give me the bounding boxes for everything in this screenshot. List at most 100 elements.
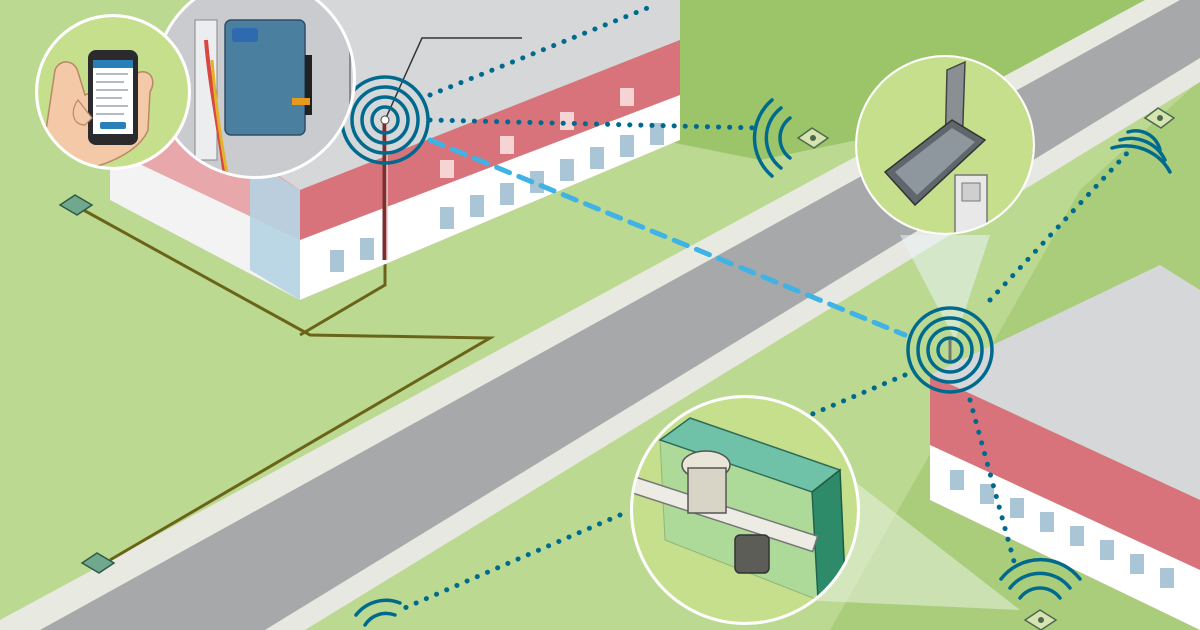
soil-moisture-sensor-icon: [354, 598, 402, 627]
link-antenna-to-antenna: [427, 137, 908, 338]
sensor-dot: [810, 135, 816, 141]
signal-ring: [916, 316, 984, 384]
window: [470, 195, 484, 217]
lawn-top-right: [560, 0, 1200, 160]
wire-bundle-yellow: [210, 59, 234, 176]
window: [650, 123, 664, 145]
controller-module-top: [232, 28, 258, 42]
antenna-signal-rings: [340, 75, 430, 165]
building-right-windows: [950, 470, 1174, 588]
signal-ring: [360, 95, 410, 145]
wire-bundle-red: [204, 39, 230, 176]
link-antenna-to-sensor-bottom: [967, 397, 1018, 568]
signal-ring: [906, 306, 994, 394]
phone-app-list: [96, 73, 128, 115]
building-left-windows: [330, 88, 664, 272]
window: [1100, 540, 1114, 560]
valve-box-icon: [630, 395, 1020, 625]
valve-solenoid: [734, 534, 770, 574]
wave-arc: [764, 106, 783, 170]
sensor-pad: [58, 194, 94, 216]
thumb: [72, 99, 93, 126]
wave-arc: [1018, 586, 1062, 600]
wave-arc: [1126, 129, 1162, 152]
window: [440, 160, 454, 178]
window: [1160, 568, 1174, 588]
controller-antenna-connector: [292, 98, 310, 105]
wave-arcs: [1110, 129, 1172, 174]
window: [620, 135, 634, 157]
antenna-callout-line: [384, 37, 522, 121]
soil-moisture-sensor-icon: [999, 557, 1082, 630]
valve-body: [687, 467, 727, 514]
signal-ring: [926, 326, 974, 374]
window: [440, 207, 454, 229]
wave-arc: [363, 611, 397, 627]
callout-background: [633, 398, 857, 622]
window: [980, 484, 994, 504]
phone-app-button: [100, 122, 126, 129]
window: [560, 159, 574, 181]
antenna-tip: [380, 115, 390, 125]
wave-arcs: [752, 98, 792, 178]
window: [1040, 512, 1054, 532]
window: [950, 470, 964, 490]
wave-arc: [778, 116, 792, 160]
terminal-strip: [194, 19, 218, 161]
radio-antenna-right: [900, 235, 994, 394]
radio-links: [397, 2, 1133, 613]
wave-arcs: [999, 557, 1082, 600]
signal-ring: [370, 105, 400, 135]
wave-arc: [1118, 136, 1167, 162]
soil-moisture-sensor-icon: [1110, 107, 1176, 174]
building-right: [930, 265, 1200, 630]
window: [360, 238, 374, 260]
link-antenna-to-sensor-right: [987, 147, 1133, 303]
building-right-base: [930, 445, 1200, 630]
sensor-dot: [1038, 617, 1044, 623]
building-right-roof: [930, 265, 1200, 500]
building-left-base-front: [300, 95, 680, 300]
radio-antenna-left: [340, 37, 522, 260]
wave-arc: [752, 98, 774, 178]
sensor-pole: [954, 174, 988, 233]
link-antenna-to-roof: [427, 2, 658, 98]
phone-app-header: [93, 60, 133, 68]
wave-arc: [999, 557, 1082, 581]
controller-antenna: [305, 55, 312, 115]
window: [330, 250, 344, 272]
wave-arc: [354, 598, 402, 617]
building-left-glass-entrance: [250, 160, 300, 300]
window: [590, 147, 604, 169]
wire-to-sensor-left: [77, 205, 496, 562]
wire-to-antenna-base: [299, 262, 387, 337]
window: [1130, 554, 1144, 574]
window: [620, 88, 634, 106]
antenna-signal-rings: [906, 306, 994, 394]
soil-moisture-sensor-icon: [752, 98, 830, 178]
smartphone-app-icon: [35, 14, 191, 170]
sensor-dot: [1157, 115, 1163, 121]
link-antenna-to-sensor-mid: [427, 117, 763, 131]
signal-ring: [936, 336, 964, 364]
soil-moisture-sensor-icon: [80, 552, 116, 574]
window: [1070, 526, 1084, 546]
sensor-pad: [80, 552, 116, 574]
weather-station-sensor-icon: [855, 55, 1035, 235]
sensor-collar: [961, 182, 981, 202]
controller-wiring: [77, 205, 496, 562]
link-valve-to-sensor-low: [397, 512, 623, 613]
window: [1010, 498, 1024, 518]
antenna-callout-cone: [900, 235, 990, 340]
sensor-panel-face: [895, 128, 975, 195]
wave-arcs: [354, 598, 402, 627]
signal-ring: [350, 85, 420, 155]
window: [500, 136, 514, 154]
phone-screen: [93, 60, 133, 134]
wave-arc: [1008, 571, 1072, 590]
soil-moisture-sensor-icon: [58, 194, 94, 216]
wave-arc: [1110, 144, 1172, 174]
field-sensors: [58, 98, 1176, 630]
window: [500, 183, 514, 205]
